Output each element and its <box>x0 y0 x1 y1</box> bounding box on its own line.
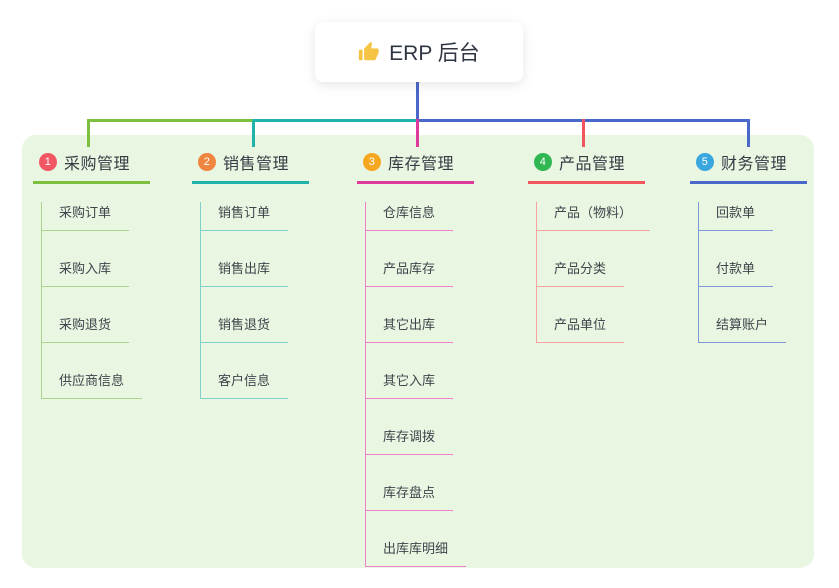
branch-finance: 5 财务管理 回款单 付款单 结算账户 <box>690 148 808 343</box>
branch-product-title[interactable]: 4 产品管理 <box>528 148 646 184</box>
branch-number-badge: 3 <box>363 153 381 171</box>
branch-number-badge: 1 <box>39 153 57 171</box>
branch-finance-title[interactable]: 5 财务管理 <box>690 148 808 184</box>
node-customer-info[interactable]: 客户信息 <box>201 370 289 399</box>
branch-finance-label: 财务管理 <box>721 156 788 173</box>
node-product-unit[interactable]: 产品单位 <box>537 314 625 343</box>
node-other-outbound[interactable]: 其它出库 <box>366 314 454 343</box>
node-settlement-account[interactable]: 结算账户 <box>699 314 787 343</box>
node-outbound-detail[interactable]: 出库库明细 <box>366 538 467 567</box>
root-node[interactable]: ERP 后台 <box>315 22 523 82</box>
branch-product-children: 产品（物料） 产品分类 产品单位 <box>536 202 651 343</box>
branch-inventory: 3 库存管理 仓库信息 产品库存 其它出库 其它入库 库存调拨 库存盘点 出库库… <box>357 148 475 567</box>
branch-number-badge: 2 <box>198 153 216 171</box>
thumbs-up-icon <box>358 41 380 63</box>
node-stock-count[interactable]: 库存盘点 <box>366 482 454 511</box>
node-product-material[interactable]: 产品（物料） <box>537 202 651 231</box>
node-sales-return[interactable]: 销售退货 <box>201 314 289 343</box>
drop-line-purchase <box>87 119 90 147</box>
branch-sales-label: 销售管理 <box>223 156 290 173</box>
node-product-category[interactable]: 产品分类 <box>537 258 625 287</box>
node-receipt-bill[interactable]: 回款单 <box>699 202 774 231</box>
node-product-stock[interactable]: 产品库存 <box>366 258 454 287</box>
drop-line-inventory <box>416 119 419 147</box>
node-warehouse-info[interactable]: 仓库信息 <box>366 202 454 231</box>
branch-product: 4 产品管理 产品（物料） 产品分类 产品单位 <box>528 148 651 343</box>
branch-number-badge: 4 <box>534 153 552 171</box>
root-node-label: ERP 后台 <box>389 42 480 65</box>
root-stem-line <box>416 82 419 120</box>
node-purchase-return[interactable]: 采购退货 <box>42 314 130 343</box>
branch-number-badge: 5 <box>696 153 714 171</box>
node-payment-bill[interactable]: 付款单 <box>699 258 774 287</box>
branch-purchase-children: 采购订单 采购入库 采购退货 供应商信息 <box>41 202 150 399</box>
node-other-inbound[interactable]: 其它入库 <box>366 370 454 399</box>
drop-line-finance <box>747 119 750 147</box>
branch-product-label: 产品管理 <box>559 156 626 173</box>
node-sales-outbound[interactable]: 销售出库 <box>201 258 289 287</box>
node-stock-transfer[interactable]: 库存调拨 <box>366 426 454 455</box>
branch-inventory-title[interactable]: 3 库存管理 <box>357 148 475 184</box>
branch-sales-children: 销售订单 销售出库 销售退货 客户信息 <box>200 202 309 399</box>
branch-purchase-title[interactable]: 1 采购管理 <box>33 148 151 184</box>
branch-inventory-children: 仓库信息 产品库存 其它出库 其它入库 库存调拨 库存盘点 出库库明细 <box>365 202 474 567</box>
node-purchase-inbound[interactable]: 采购入库 <box>42 258 130 287</box>
node-purchase-order[interactable]: 采购订单 <box>42 202 130 231</box>
drop-line-sales <box>252 119 255 147</box>
branch-sales: 2 销售管理 销售订单 销售出库 销售退货 客户信息 <box>192 148 310 399</box>
bus-line-sales <box>252 119 418 122</box>
bus-line-purchase <box>87 119 255 122</box>
node-supplier-info[interactable]: 供应商信息 <box>42 370 143 399</box>
drop-line-product <box>582 119 585 147</box>
branch-finance-children: 回款单 付款单 结算账户 <box>698 202 807 343</box>
branch-sales-title[interactable]: 2 销售管理 <box>192 148 310 184</box>
node-sales-order[interactable]: 销售订单 <box>201 202 289 231</box>
branches-panel <box>22 135 814 568</box>
branch-purchase: 1 采购管理 采购订单 采购入库 采购退货 供应商信息 <box>33 148 151 399</box>
branch-inventory-label: 库存管理 <box>388 156 455 173</box>
branch-purchase-label: 采购管理 <box>64 156 131 173</box>
